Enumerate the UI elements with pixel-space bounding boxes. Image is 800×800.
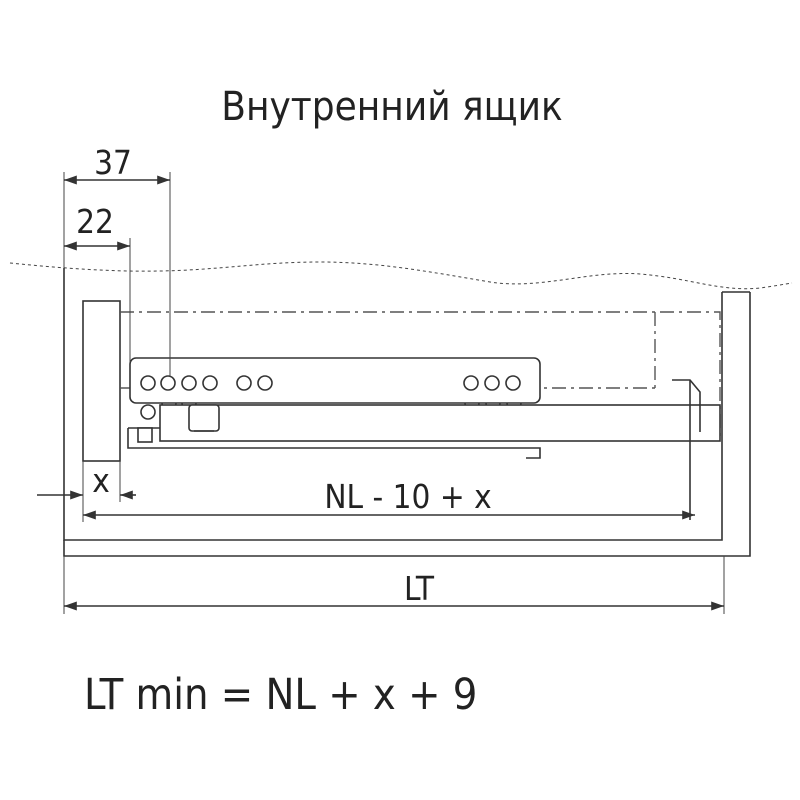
dim-22-label: 22: [76, 202, 114, 241]
slide-rail-base: [127, 428, 541, 459]
slide-hole: [236, 375, 252, 391]
cabinet-break-line: [9, 261, 793, 290]
slide-hole: [140, 375, 156, 391]
slide-rail-upper: [129, 357, 541, 404]
formula-text: LT min = NL + x + 9: [84, 670, 477, 720]
locking-device: [188, 404, 220, 432]
slide-holes: [140, 375, 521, 420]
slide-hole: [257, 375, 273, 391]
dim-x-label: x: [92, 461, 110, 500]
drawer-box-outline: [120, 311, 721, 440]
dim-nl-label: NL - 10 + x: [324, 477, 491, 516]
slide-hole: [202, 375, 218, 391]
slide-hole: [160, 375, 176, 391]
cabinet-outline: [63, 268, 723, 541]
front-clip: [137, 427, 153, 443]
slide-rail-lower: [159, 404, 721, 442]
cabinet-bottom-panel: [63, 292, 751, 557]
slide-hole: [484, 375, 500, 391]
rear-bracket: [672, 379, 701, 432]
drawer-front: [82, 300, 121, 462]
dim-37-label: 37: [94, 143, 132, 182]
diagram-title: Внутренний ящик: [221, 84, 562, 130]
slide-hole: [181, 375, 197, 391]
slide-hole: [140, 404, 156, 420]
dim-lt-label: LT: [404, 569, 435, 608]
slide-hole: [463, 375, 479, 391]
slide-hole: [505, 375, 521, 391]
